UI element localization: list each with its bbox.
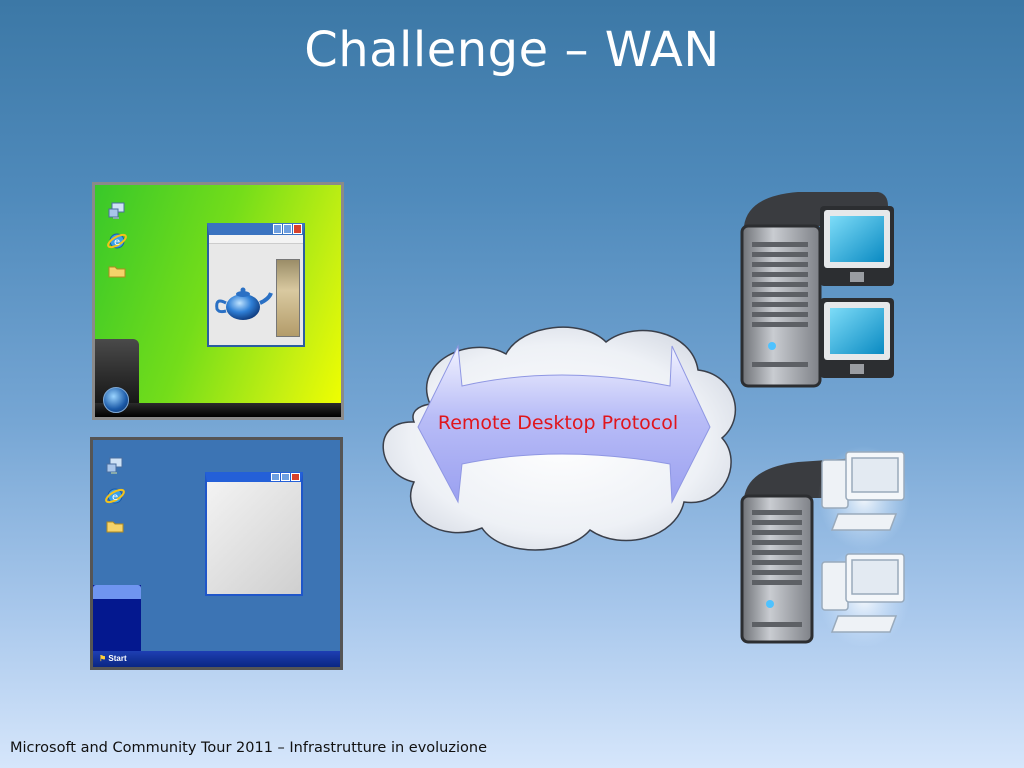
xp-desktop-thumbnail: e ⚑ Start (90, 437, 343, 670)
teapot-image (215, 287, 273, 320)
application-window (207, 223, 305, 347)
internet-explorer-icon: e (105, 488, 125, 504)
windows-start-orb-icon (103, 387, 129, 413)
slide-footer: Microsoft and Community Tour 2011 – Infr… (10, 740, 487, 756)
start-menu-panel (93, 585, 141, 651)
double-arrow-icon (417, 344, 711, 504)
start-button: ⚑ Start (95, 653, 131, 665)
slide-title: Challenge – WAN (304, 22, 720, 78)
svg-text:e: e (114, 237, 120, 248)
server-workstations-icon (740, 446, 910, 648)
folder-icon (106, 521, 124, 533)
taskbar (95, 403, 341, 417)
svg-text:e: e (112, 492, 118, 503)
start-label: Start (108, 654, 127, 663)
vista-desktop-thumbnail: e (92, 182, 344, 420)
application-window (205, 472, 303, 596)
terminal-server-with-monitors (738, 186, 898, 392)
cloud-shape (382, 326, 737, 551)
network-cloud: Remote Desktop Protocol (372, 312, 744, 558)
internet-explorer-icon: e (107, 233, 127, 249)
protocol-label: Remote Desktop Protocol (437, 412, 679, 434)
side-panel (276, 259, 300, 337)
network-icon (106, 457, 123, 474)
network-icon (108, 202, 125, 219)
windows-flag-icon: ⚑ (99, 654, 107, 663)
folder-icon (108, 266, 126, 278)
server-icon (740, 192, 894, 388)
server-with-workstations (738, 438, 910, 648)
taskbar: ⚑ Start (93, 651, 340, 667)
